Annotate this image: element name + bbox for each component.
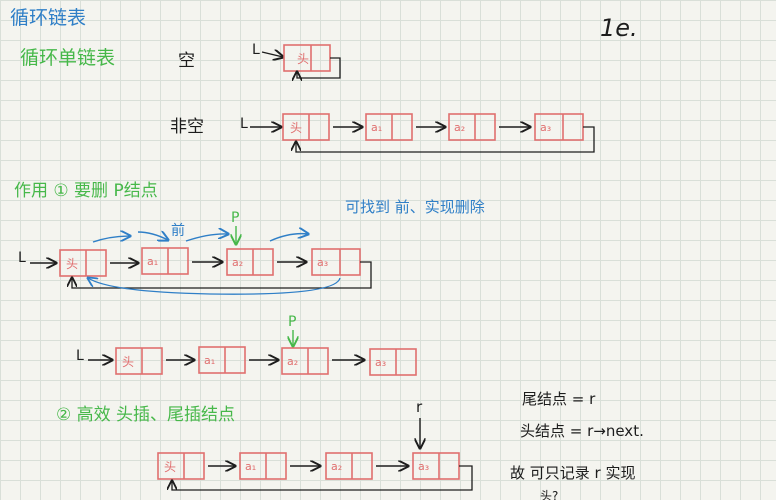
node-a3-2: a₃ — [534, 113, 584, 141]
node-a1-4: a₁ — [198, 346, 246, 374]
svg-text:a₁: a₁ — [147, 255, 158, 268]
note-only-record: 故 可只记录 r 实现 — [510, 464, 635, 482]
svg-text:头: 头 — [122, 355, 134, 369]
note-cut-off: 头? — [540, 489, 558, 500]
node-head-4: 头 — [115, 347, 163, 375]
node-a3-3: a₃ — [311, 248, 361, 276]
pointer-L: L — [252, 42, 260, 58]
label-p-2: P — [288, 314, 296, 330]
svg-text:a₂: a₂ — [454, 121, 465, 134]
svg-text:a₂: a₂ — [287, 355, 298, 368]
svg-text:a₁: a₁ — [245, 460, 256, 473]
node-a3-4: a₃ — [369, 348, 417, 376]
note-head-node: 头结点 = r→next. — [520, 422, 644, 440]
title: 循环链表 — [10, 7, 86, 29]
svg-text:头: 头 — [66, 257, 78, 271]
node-a1-2: a₁ — [365, 113, 413, 141]
label-r: r — [416, 398, 423, 416]
node-a2-2: a₂ — [448, 113, 496, 141]
pointer-L-2: L — [240, 116, 248, 132]
node-head-5: 头 — [157, 452, 205, 480]
node-a3-5: a₃ — [412, 452, 460, 480]
node-head-3: 头 — [59, 249, 107, 277]
node-a2-4: a₂ — [281, 347, 329, 375]
note-tail-node: 尾结点 = r — [522, 390, 596, 408]
node-a2-5: a₂ — [325, 452, 373, 480]
label-empty: 空 — [178, 51, 195, 71]
label-p: P — [231, 210, 239, 226]
subtitle: 循环单链表 — [20, 47, 115, 69]
svg-text:头: 头 — [290, 121, 302, 135]
svg-text:a₃: a₃ — [317, 256, 328, 269]
note-effect1: 作用 ① 要删 P结点 — [14, 181, 158, 201]
svg-text:a₁: a₁ — [371, 121, 382, 134]
node-head-2: 头 — [282, 113, 330, 141]
svg-text:a₃: a₃ — [540, 121, 551, 134]
node-a1-5: a₁ — [239, 452, 287, 480]
page-number: 1e. — [600, 14, 638, 42]
label-nonempty: 非空 — [170, 117, 204, 137]
svg-text:a₃: a₃ — [418, 460, 429, 473]
pointer-L-4: L — [76, 348, 84, 364]
node-head-empty: 头 — [283, 44, 331, 72]
svg-text:头: 头 — [297, 52, 309, 66]
label-front: 前 — [171, 222, 185, 239]
svg-text:头: 头 — [164, 460, 176, 474]
svg-text:a₂: a₂ — [232, 256, 243, 269]
svg-text:a₂: a₂ — [331, 460, 342, 473]
note-find-front: 可找到 前、实现删除 — [345, 198, 485, 216]
svg-text:a₃: a₃ — [375, 356, 386, 369]
node-a2-3: a₂ — [226, 248, 274, 276]
note-effect2: ② 高效 头插、尾插结点 — [56, 405, 235, 425]
node-a1-3: a₁ — [141, 247, 189, 275]
pointer-L-3: L — [18, 250, 26, 266]
svg-text:a₁: a₁ — [204, 354, 215, 367]
